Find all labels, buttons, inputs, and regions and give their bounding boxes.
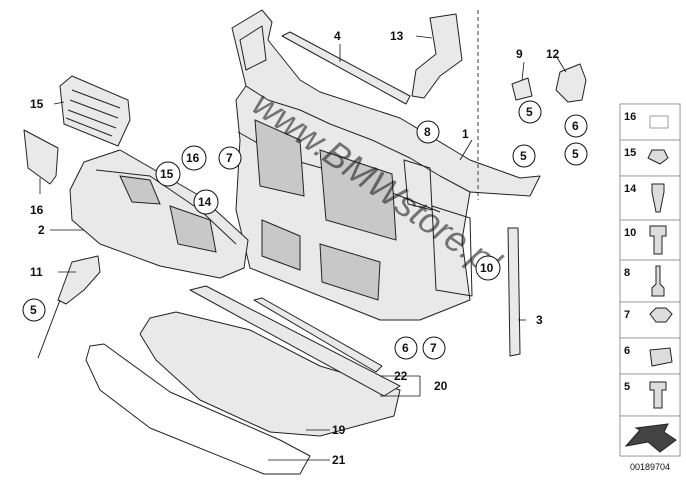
callout-3: 3 — [536, 313, 543, 327]
callout-5-e: 6 — [564, 114, 588, 138]
direction-arrow-icon — [624, 423, 677, 453]
bracket-12-part — [555, 63, 587, 103]
callout-7-a: 7 — [218, 146, 242, 170]
clip-nut-icon — [649, 115, 669, 129]
spring-nut-icon — [649, 347, 673, 367]
svg-text:14: 14 — [198, 195, 212, 209]
svg-text:5: 5 — [30, 303, 37, 317]
legend-row-14: 14 — [619, 175, 681, 221]
callout-17: 15 — [30, 97, 44, 111]
svg-text:7: 7 — [430, 341, 437, 355]
callout-7-b: 7 — [422, 336, 446, 360]
svg-text:6: 6 — [624, 345, 630, 357]
svg-text:5: 5 — [526, 105, 533, 119]
callout-15: 15 — [155, 161, 181, 187]
svg-text:15: 15 — [624, 147, 636, 159]
callout-1: 1 — [462, 127, 469, 141]
front-carrier-part — [231, 9, 541, 321]
callout-22: 22 — [394, 369, 408, 383]
trim-bar-20-part — [189, 285, 401, 397]
legend-row-8: 8 — [619, 259, 681, 303]
callout-10: 10 — [475, 255, 501, 281]
callout-4: 4 — [334, 29, 341, 43]
svg-text:7: 7 — [226, 151, 233, 165]
svg-text:16: 16 — [624, 111, 636, 123]
hex-nut-icon — [649, 307, 673, 323]
svg-text:5: 5 — [624, 381, 630, 393]
grille-17-part — [59, 75, 131, 147]
upper-seal-strip-part — [281, 31, 411, 105]
flap-18-part — [23, 129, 59, 185]
callout-5-c: 5 — [564, 142, 588, 166]
frame-seal-21-part — [85, 343, 311, 475]
trim-strip-22-part — [253, 297, 383, 373]
legend-arrow-cell — [619, 415, 681, 457]
callout-9: 9 — [516, 47, 523, 61]
callout-12: 12 — [546, 47, 560, 61]
mount-bracket-13-part — [411, 13, 463, 99]
svg-text:7: 7 — [624, 309, 630, 321]
lower-duct-19-part — [139, 311, 401, 437]
diagram-id: 00189704 — [630, 462, 670, 472]
callout-14: 14 — [193, 189, 219, 215]
callout-5-a: 5 — [518, 100, 542, 124]
air-duct-part — [69, 149, 249, 279]
circled-callouts: 5 5 5 5 6 6 7 7 8 10 14 15 16 — [22, 100, 588, 360]
callout-13: 13 — [390, 29, 404, 43]
hex-bolt-icon — [649, 225, 667, 255]
svg-text:5: 5 — [520, 149, 527, 163]
legend-row-10: 10 — [619, 219, 681, 261]
legend-row-7: 7 — [619, 301, 681, 339]
fastener-legend: 16 15 14 10 8 7 6 — [619, 103, 681, 457]
callouts: 1 2 3 4 9 11 12 13 15 16 19 20 21 22 — [30, 29, 560, 467]
callout-8: 8 — [416, 120, 440, 144]
side-seal-strip-part — [507, 227, 521, 357]
svg-text:10: 10 — [480, 261, 494, 275]
self-tapping-screw-icon — [651, 183, 665, 213]
legend-row-15: 15 — [619, 139, 681, 177]
svg-text:5: 5 — [572, 147, 579, 161]
callout-6-a: 6 — [394, 336, 418, 360]
leader-lines — [39, 35, 567, 461]
torx-screw-icon — [649, 381, 667, 409]
svg-text:8: 8 — [624, 267, 630, 279]
svg-text:15: 15 — [160, 167, 174, 181]
legend-row-5: 5 — [619, 373, 681, 417]
callout-16: 16 — [181, 145, 207, 171]
bracket-9-part — [511, 77, 533, 101]
svg-text:14: 14 — [624, 183, 637, 195]
legend-row-16: 16 — [619, 103, 681, 141]
svg-text:16: 16 — [186, 151, 200, 165]
callout-21: 21 — [332, 453, 346, 467]
callout-20: 20 — [434, 379, 448, 393]
svg-text:6: 6 — [402, 341, 409, 355]
svg-text:6: 6 — [572, 119, 579, 133]
svg-text:10: 10 — [624, 227, 636, 239]
callout-18: 16 — [30, 203, 44, 217]
blind-rivet-icon — [651, 265, 665, 297]
svg-text:8: 8 — [424, 125, 431, 139]
callout-2: 2 — [38, 223, 45, 237]
callout-19: 19 — [332, 423, 346, 437]
callout-5-b: 5 — [512, 144, 536, 168]
callout-11: 11 — [30, 265, 43, 279]
legend-row-6: 6 — [619, 337, 681, 375]
bracket-11-part — [37, 255, 101, 359]
callout-5-d: 5 — [22, 298, 46, 322]
flange-screw-icon — [647, 149, 669, 165]
